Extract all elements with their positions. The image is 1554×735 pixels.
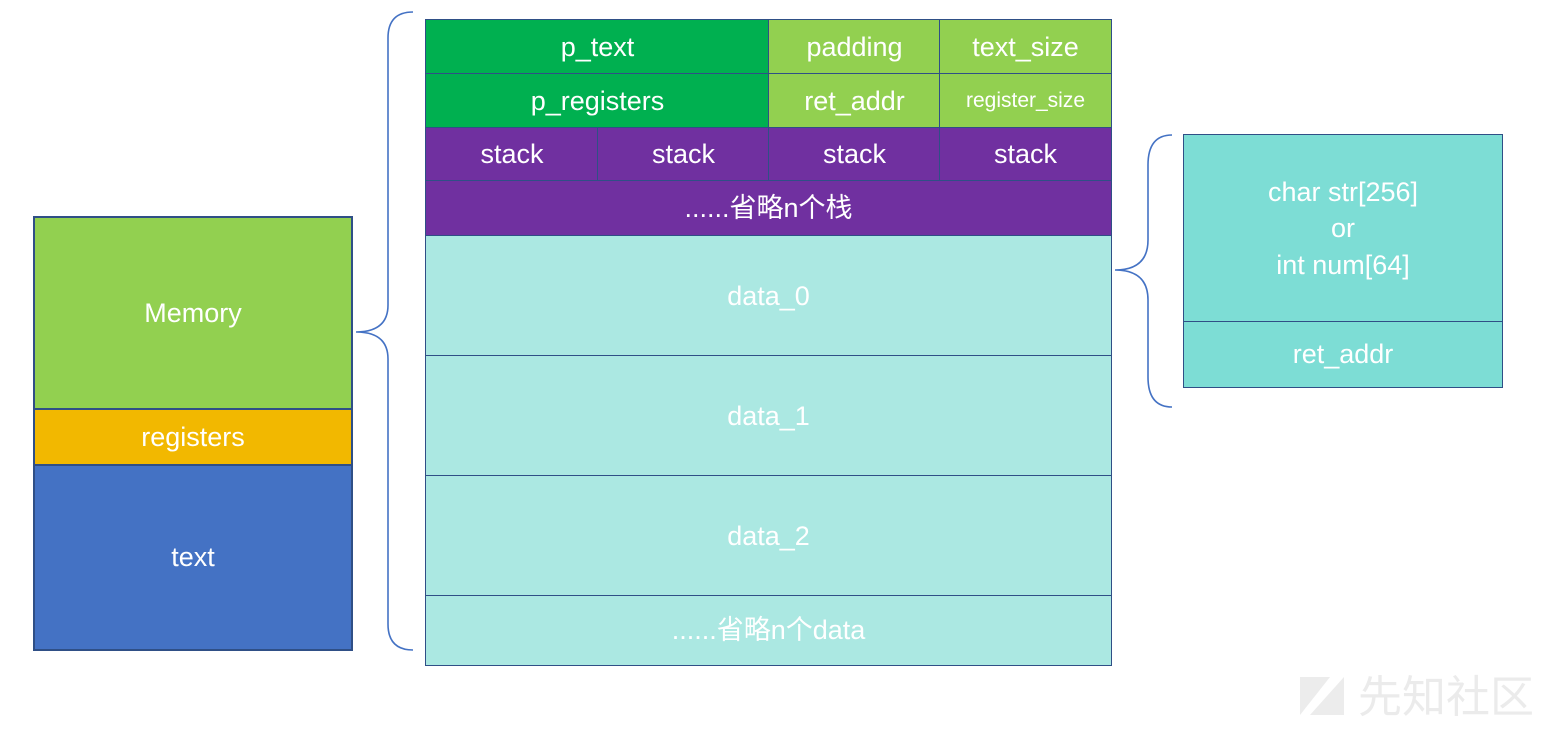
- text-size-cell: text_size: [939, 19, 1112, 75]
- register-size-cell: register_size: [939, 73, 1112, 129]
- registers-label: registers: [141, 421, 245, 452]
- xianzhi-logo-icon: [1300, 677, 1344, 715]
- data-0-cell: data_0: [425, 235, 1112, 357]
- data-2-cell: data_2: [425, 475, 1112, 597]
- stack-cell-4: stack: [939, 127, 1112, 182]
- left-brace: [355, 11, 414, 651]
- stack-cell-2: stack: [597, 127, 770, 182]
- memory-label: Memory: [144, 297, 242, 328]
- p-text-cell: p_text: [425, 19, 770, 75]
- ret-addr-cell: ret_addr: [768, 73, 941, 129]
- text-label: text: [171, 542, 215, 573]
- text-block: text: [33, 464, 353, 651]
- memory-block: Memory: [33, 216, 353, 410]
- data-content-line-3: int num[64]: [1276, 249, 1410, 280]
- data-ret-addr-cell: ret_addr: [1183, 321, 1503, 388]
- data-content-cell: char str[256] or int num[64]: [1183, 134, 1503, 323]
- right-brace: [1114, 134, 1173, 408]
- omitted-stacks-row: ......省略n个栈: [425, 180, 1112, 237]
- watermark: 先知社区: [1296, 661, 1534, 725]
- stack-cell-3: stack: [768, 127, 941, 182]
- padding-cell: padding: [768, 19, 941, 75]
- omitted-data-row: ......省略n个data: [425, 595, 1112, 666]
- p-registers-cell: p_registers: [425, 73, 770, 129]
- data-content-line-1: char str[256]: [1267, 176, 1419, 207]
- data-content-line-2: or: [1330, 213, 1355, 244]
- watermark-text: 先知社区: [1358, 673, 1534, 722]
- data-1-cell: data_1: [425, 355, 1112, 477]
